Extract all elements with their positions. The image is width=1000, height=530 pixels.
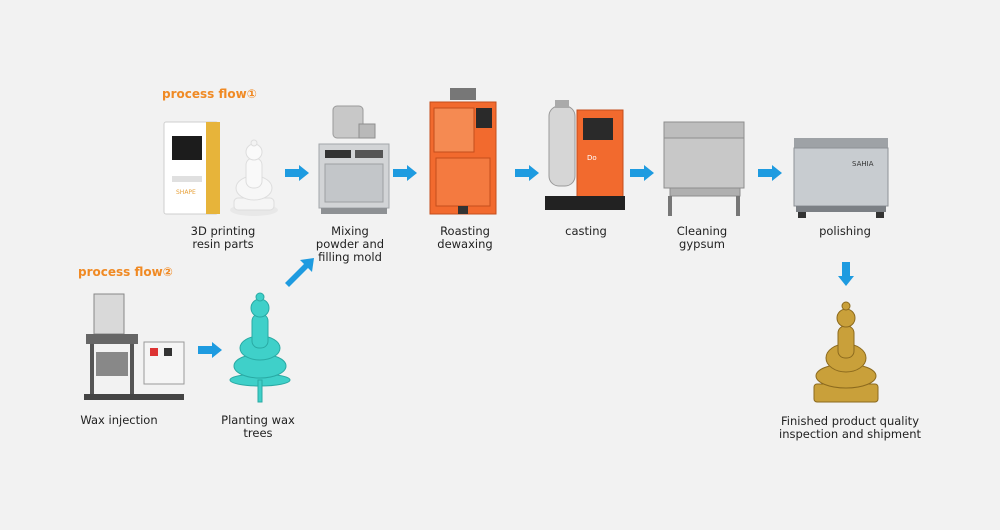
wax-injection-machine-image [80, 292, 190, 402]
step-planting-label: Planting wax trees [221, 413, 295, 440]
process-flow-2-title: process flow② [78, 265, 173, 279]
roasting-oven-image [428, 88, 498, 216]
wax-tree-image [224, 288, 296, 404]
step-mixing-label: Mixing powder and filling mold [315, 224, 385, 264]
3d-printer-image: SHAPE [162, 118, 282, 218]
cleaning-machine-image [660, 118, 750, 218]
process-flow-1-title: process flow① [162, 87, 257, 101]
step-wax-injection-label: Wax injection [80, 413, 158, 427]
mixing-machine-image [315, 104, 395, 216]
step-cleaning-label: Cleaning gypsum [676, 224, 728, 251]
arrow-right-icon [198, 342, 222, 358]
arrow-diagonal-up-icon [285, 258, 314, 287]
arrow-right-icon [285, 165, 309, 181]
step-casting-label: casting [565, 224, 607, 238]
arrow-right-icon [515, 165, 539, 181]
casting-brand-label: Do [587, 154, 597, 162]
step-roasting-label: Roasting dewaxing [437, 224, 493, 251]
polishing-machine-image: SAHIA [792, 136, 892, 220]
polisher-brand-label: SAHIA [852, 160, 874, 168]
arrow-right-icon [630, 165, 654, 181]
gold-buddha-image [808, 296, 884, 406]
arrow-right-icon [393, 165, 417, 181]
arrow-down-icon [838, 262, 854, 286]
step-3d-printing-label: 3D printing resin parts [190, 224, 256, 251]
white-buddha-figure [230, 139, 278, 216]
printer-brand-label: SHAPE [176, 189, 196, 196]
step-finished-label: Finished product quality inspection and … [779, 414, 921, 441]
arrow-right-icon [758, 165, 782, 181]
step-polishing-label: polishing [819, 224, 871, 238]
casting-machine-image: Do [543, 100, 627, 216]
